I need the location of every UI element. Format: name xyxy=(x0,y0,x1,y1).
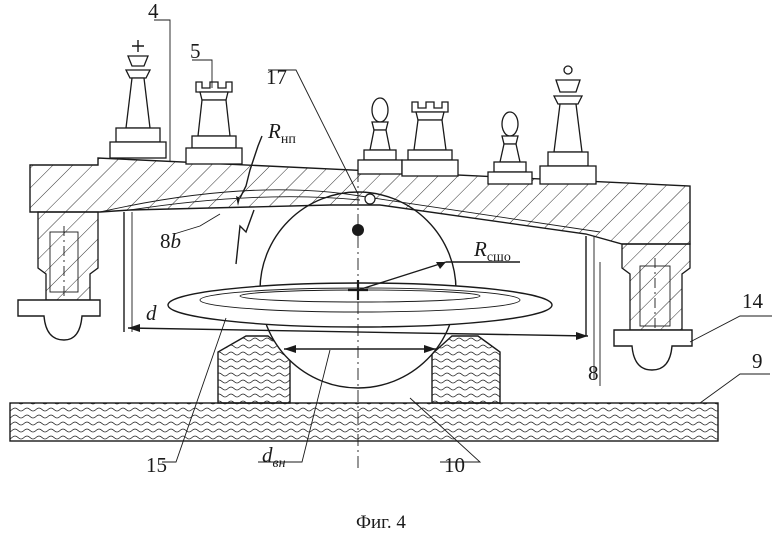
label-r-np-sub: нп xyxy=(281,132,296,147)
rook-left-piece xyxy=(186,82,242,164)
base-plate xyxy=(10,403,718,441)
label-17: 17 xyxy=(266,65,287,89)
label-d-vn: dвн xyxy=(262,443,286,471)
contact-point-17 xyxy=(365,194,375,204)
label-d-vn-main: d xyxy=(262,443,273,467)
label-d: d xyxy=(146,301,157,325)
label-8b: 8b xyxy=(160,229,181,253)
king-left-piece xyxy=(110,40,166,158)
left-leg xyxy=(18,212,100,340)
label-r-sho-main: R xyxy=(473,237,487,261)
label-9: 9 xyxy=(752,349,763,373)
right-leg xyxy=(614,244,692,370)
label-r-np: Rнп xyxy=(267,119,296,147)
inner-post-left xyxy=(124,212,132,332)
pawn-center-piece xyxy=(358,98,402,174)
label-10: 10 xyxy=(444,453,465,477)
center-of-mass-dot xyxy=(352,224,364,236)
label-8: 8 xyxy=(588,361,599,385)
inner-post-right xyxy=(586,236,594,380)
label-8b-letter: b xyxy=(171,229,182,253)
label-5: 5 xyxy=(190,39,201,63)
label-r-sho-sub: сшо xyxy=(487,250,511,265)
support-right xyxy=(432,336,500,403)
label-r-np-main: R xyxy=(267,119,281,143)
label-4: 4 xyxy=(148,0,159,23)
label-8b-num: 8 xyxy=(160,229,171,253)
label-14: 14 xyxy=(742,289,764,313)
figure-caption: Фиг. 4 xyxy=(356,512,406,533)
rook-center-piece xyxy=(402,102,458,176)
label-d-vn-sub: вн xyxy=(273,456,286,471)
king-right-piece xyxy=(540,66,596,184)
pawn-right-piece xyxy=(488,112,532,184)
label-15: 15 xyxy=(146,453,167,477)
label-r-sho: Rсшо xyxy=(473,237,511,265)
